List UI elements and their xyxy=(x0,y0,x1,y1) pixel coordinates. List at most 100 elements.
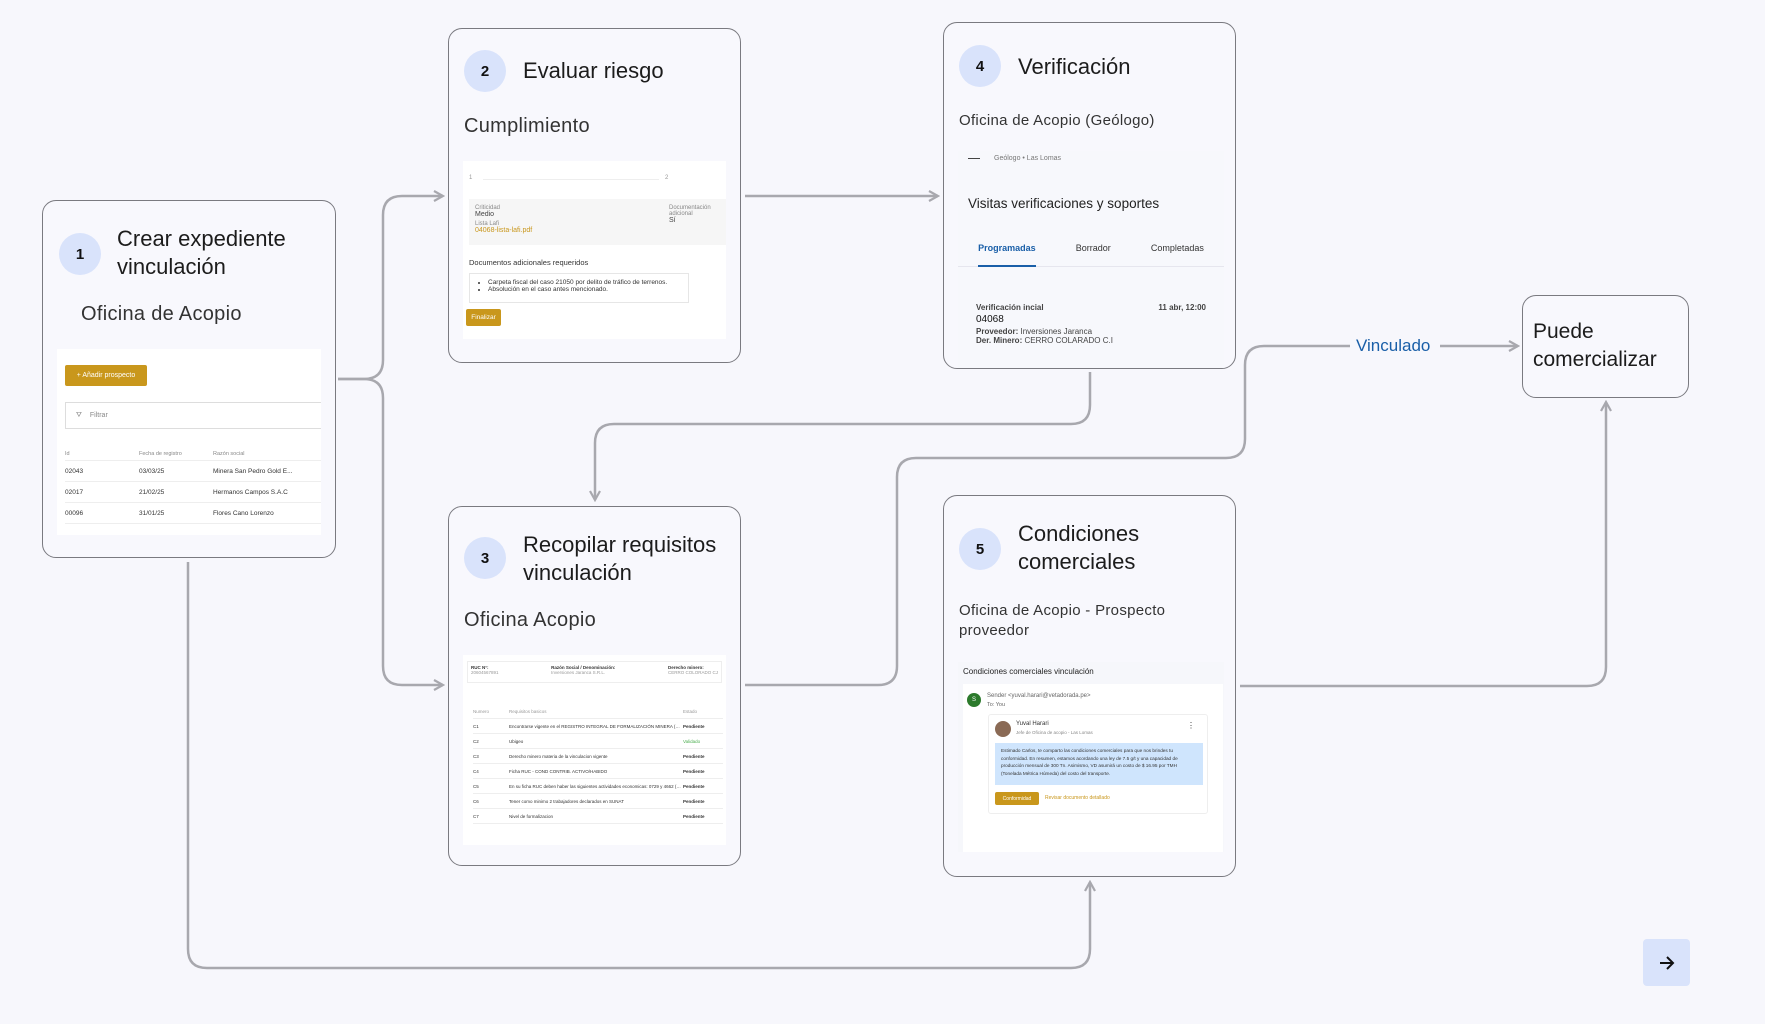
table-cell: Flores Cano Lorenzo xyxy=(213,509,274,517)
arrow-right-icon xyxy=(1659,955,1674,970)
menu-icon xyxy=(968,158,980,159)
step-number-badge: 3 xyxy=(464,537,506,579)
sender-avatar: S xyxy=(967,693,981,707)
column-header: Requisitos basicos xyxy=(509,709,547,714)
table-cell: Pendiente xyxy=(683,813,705,819)
table-cell: C6 xyxy=(473,798,479,804)
table-row[interactable]: C1 Encontrarse vigente en el REGISTRO INT… xyxy=(473,719,723,734)
step-card-3[interactable]: 3 Recopilar requisitos vinculación Ofici… xyxy=(448,506,741,866)
table-row[interactable]: C5 En su ficha RUC deben haber las siguie… xyxy=(473,779,723,794)
step-subtitle: Cumplimiento xyxy=(464,115,590,137)
table-cell: Derecho minero materia de la vinculacion… xyxy=(509,753,608,759)
more-options-icon[interactable]: ⋮ xyxy=(1187,721,1195,730)
verification-app-screenshot: Geólogo • Las Lomas Visitas verificacion… xyxy=(958,151,1224,368)
table-cell: Pendiente xyxy=(683,783,705,789)
step-card-4[interactable]: 4 Verificación Oficina de Acopio (Geólog… xyxy=(943,22,1236,369)
step-title: Evaluar riesgo xyxy=(523,58,664,83)
table-cell: C1 xyxy=(473,723,479,729)
table-cell: 02017 xyxy=(65,488,84,496)
edge-4-3 xyxy=(595,372,1092,500)
tab-completadas[interactable]: Completadas xyxy=(1150,243,1204,253)
table-cell: C7 xyxy=(473,813,479,819)
step-number-badge: 5 xyxy=(959,528,1001,570)
table-row[interactable]: 00096 31/01/25 Flores Cano Lorenzo xyxy=(65,503,321,524)
step-title: Condiciones comerciales xyxy=(1018,521,1140,574)
step-card-5[interactable]: 5 Condiciones comerciales Oficina de Aco… xyxy=(943,495,1236,877)
table-cell: C3 xyxy=(473,753,479,759)
tab-programadas[interactable]: Programadas xyxy=(978,243,1036,267)
table-cell: Pendiente xyxy=(683,768,705,774)
finish-button[interactable]: Finalizar xyxy=(466,309,501,326)
step-title: Verificación xyxy=(1018,54,1131,79)
final-state-card[interactable]: Puede comercializar xyxy=(1522,295,1689,398)
table-cell: Encontrarse vigente en el REGISTRO INTEG… xyxy=(509,723,683,729)
author-avatar xyxy=(995,721,1011,737)
table-row[interactable]: C6 Tener como minimo 2 trabajadores decla… xyxy=(473,794,723,809)
lafi-file-link[interactable]: 04068-lista-lafi.pdf xyxy=(475,227,533,234)
table-cell: 21/02/25 xyxy=(139,488,165,496)
step-card-1[interactable]: 1 Crear expediente vinculación Oficina d… xyxy=(42,200,336,558)
table-header: Numero Requisitos basicos Estado xyxy=(473,705,723,719)
doc-item: Absolución en el caso antes mencionado. xyxy=(488,286,683,293)
table-row[interactable]: C2 Ubigeo Validado xyxy=(473,734,723,749)
table-cell: 00096 xyxy=(65,509,84,517)
table-header: Id Fecha de registro Razón social xyxy=(65,447,321,461)
doc-item: Carpeta fiscal del caso 21050 por delito… xyxy=(488,279,683,286)
edge-5-6 xyxy=(1240,402,1606,688)
edge-label-vinculado: Vinculado xyxy=(1356,336,1431,355)
table-row[interactable]: 02017 21/02/25 Hermanos Campos S.A.C xyxy=(65,482,321,503)
column-header: Razón social xyxy=(213,450,245,457)
table-row[interactable]: C3 Derecho minero materia de la vinculaci… xyxy=(473,749,723,764)
filter-input[interactable]: ⛛Filtrar xyxy=(65,402,321,429)
table-row[interactable]: 02043 03/03/25 Minera San Pedro Gold E... xyxy=(65,461,321,482)
edge-1-3 xyxy=(338,377,443,685)
edge-1-2 xyxy=(338,196,443,381)
column-header: Numero xyxy=(473,709,490,714)
column-header: Id xyxy=(65,450,70,457)
column-header: Fecha de registro xyxy=(139,450,182,457)
step-title: Crear expediente vinculación xyxy=(117,226,286,279)
table-cell: Tener como minimo 2 trabajadores declara… xyxy=(509,798,624,804)
table-cell: C2 xyxy=(473,738,479,744)
requirements-screenshot: RUC N°:20604567891 Razón Social / Denomi… xyxy=(463,655,726,845)
filter-icon: ⛛ xyxy=(76,411,82,419)
table-cell: Pendiente xyxy=(683,723,705,729)
step-subtitle: Oficina de Acopio (Geólogo) xyxy=(959,112,1155,129)
table-cell: 02043 xyxy=(65,467,84,475)
step-subtitle: Oficina de Acopio xyxy=(81,303,242,325)
risk-form-screenshot: 1 2 Criticidad Medio Lista Lafi 04068-li… xyxy=(463,161,726,339)
table-cell: C5 xyxy=(473,783,479,789)
table-cell: 31/01/25 xyxy=(139,509,165,517)
email-screenshot: Condiciones comerciales vinculación S Se… xyxy=(958,662,1224,852)
add-prospect-button[interactable]: + Añadir prospecto xyxy=(65,365,147,386)
table-cell: Ficha RUC - COND CONTRIB. ACTIVO/HABIDO xyxy=(509,768,608,774)
review-document-link[interactable]: Revisar documento detallado xyxy=(1045,795,1110,801)
table-cell: Pendiente xyxy=(683,753,705,759)
tab-borrador[interactable]: Borrador xyxy=(1075,243,1111,253)
table-cell: C4 xyxy=(473,768,479,774)
table-cell: Hermanos Campos S.A.C xyxy=(213,488,288,496)
table-cell: 03/03/25 xyxy=(139,467,165,475)
table-cell: Validado xyxy=(683,738,701,744)
next-button[interactable] xyxy=(1643,939,1690,986)
column-header: Estado xyxy=(683,709,698,714)
tabs: Programadas Borrador Completadas xyxy=(958,243,1224,267)
table-row[interactable]: C4 Ficha RUC - COND CONTRIB. ACTIVO/HABID… xyxy=(473,764,723,779)
step-number-badge: 4 xyxy=(959,45,1001,87)
step-card-2[interactable]: 2 Evaluar riesgo Cumplimiento 1 2 Critic… xyxy=(448,28,741,363)
table-cell: En su ficha RUC deben haber las siguient… xyxy=(509,783,683,789)
final-state-title: Puede comercializar xyxy=(1533,320,1657,371)
step-title: Recopilar requisitos vinculación xyxy=(523,532,717,585)
step-number-badge: 1 xyxy=(59,233,101,275)
conformity-button[interactable]: Conformidad xyxy=(995,792,1039,805)
table-cell: Minera San Pedro Gold E... xyxy=(213,467,293,475)
table-cell: Ubigeo xyxy=(509,738,524,744)
prospect-list-screenshot: + Añadir prospecto ⛛Filtrar Id Fecha de r… xyxy=(57,349,321,535)
table-cell: Pendiente xyxy=(683,798,705,804)
required-docs-list: Carpeta fiscal del caso 21050 por delito… xyxy=(469,273,689,303)
step-number-badge: 2 xyxy=(464,50,506,92)
edge-1-5 xyxy=(186,562,1090,970)
